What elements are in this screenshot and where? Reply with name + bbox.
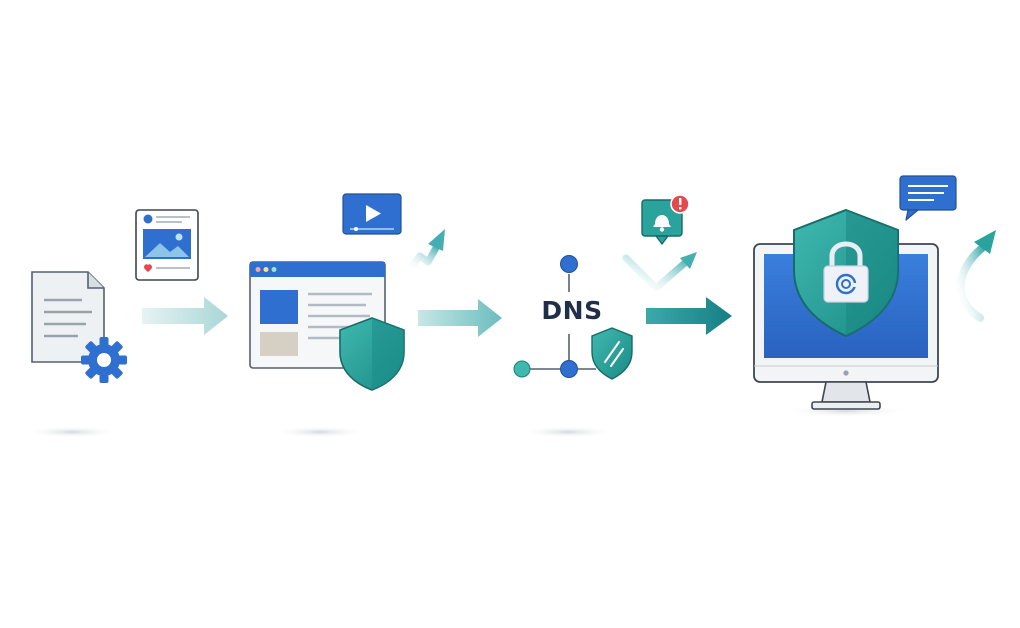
shield-icon [591,327,633,380]
bell-notification-icon [641,194,690,245]
chat-bubble-icon [899,175,957,221]
dns-node-icon [513,255,596,378]
flow-arrow-3 [646,297,732,335]
shield-icon [339,317,405,391]
stage-secure-monitor [753,175,996,417]
stage-website [249,193,445,438]
heart-icon [144,264,152,272]
flow-arrow-1 [142,297,228,335]
stage-document [24,271,127,438]
dns-label: DNS [541,296,603,325]
checkmark-trend-icon [622,252,697,292]
stage-dns [513,194,697,438]
trend-up-arrow-icon [956,230,996,322]
video-player-icon [342,193,402,235]
alert-badge-icon [670,194,690,214]
gear-icon [81,337,127,383]
trend-up-arrow-icon [404,229,445,274]
document-icon [31,271,105,363]
flow-arrow-2 [418,299,502,337]
padlock-icon [823,241,869,303]
social-post-card-icon [135,209,199,281]
